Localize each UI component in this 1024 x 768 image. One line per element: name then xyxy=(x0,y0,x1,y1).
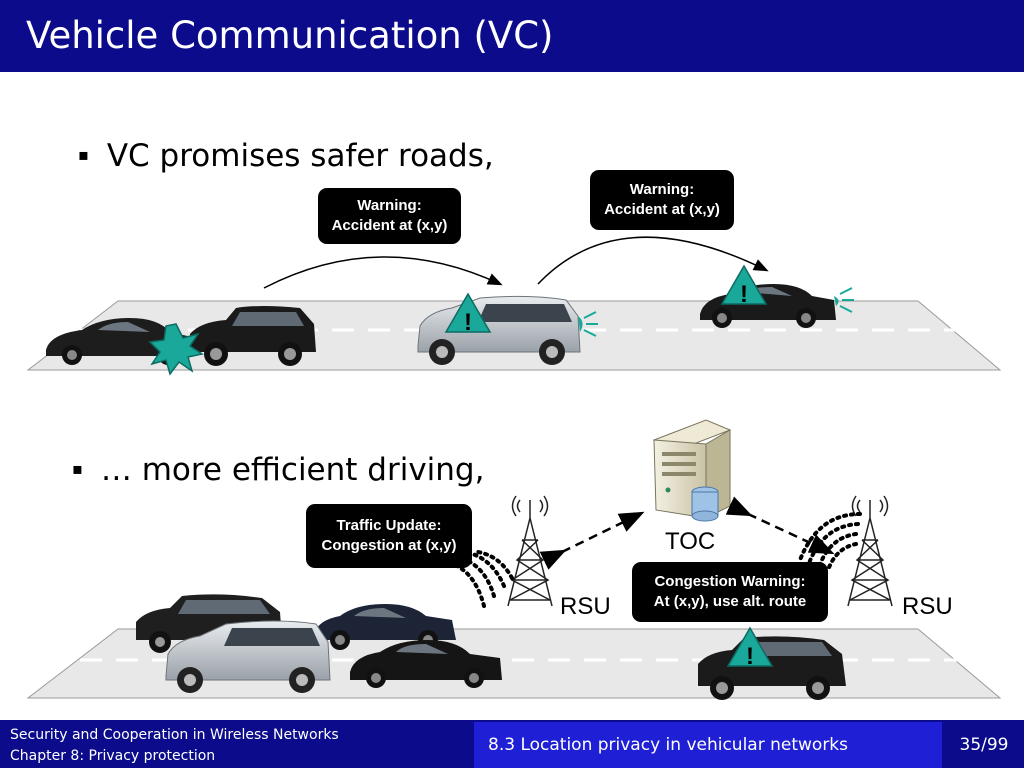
alert-suv xyxy=(698,636,846,700)
warning-message-line2: Accident at (x,y) xyxy=(331,217,448,234)
message-arc-arrow xyxy=(537,236,769,285)
bullet-efficient-driving: ▪ … more efficient driving, xyxy=(72,452,484,488)
warning-symbol: ! xyxy=(746,643,754,670)
bullet-text: VC promises safer roads, xyxy=(106,138,494,174)
warning-message-line1: Warning: xyxy=(357,197,422,214)
traffic-update-line2: Congestion at (x,y) xyxy=(321,537,457,554)
silver-van xyxy=(417,295,583,365)
traffic-update-line1: Traffic Update: xyxy=(336,517,442,534)
warning-message-line1: Warning: xyxy=(629,181,695,198)
message-arc-arrow xyxy=(263,256,503,289)
footer-section-box: 8.3 Location privacy in vehicular networ… xyxy=(474,722,942,768)
warning-triangle-icon: ! xyxy=(720,264,768,308)
warning-message-bubble: Warning: Accident at (x,y) xyxy=(590,170,734,230)
rsu-left-label: RSU xyxy=(560,593,611,620)
congestion-warning-line1: Congestion Warning: xyxy=(654,573,806,590)
rsu-right-label: RSU xyxy=(902,593,953,620)
slide-title: Vehicle Communication (VC) xyxy=(26,14,554,57)
footer-section: 8.3 Location privacy in vehicular networ… xyxy=(488,735,849,755)
vc-illustration: ! ! xyxy=(26,236,1002,700)
congestion-warning-bubble: Congestion Warning: At (x,y), use alt. r… xyxy=(632,562,828,622)
congested-black-sedan xyxy=(350,640,502,688)
warning-symbol: ! xyxy=(740,281,748,308)
warning-triangle-icon: ! xyxy=(444,292,492,336)
warning-message-bubble: Warning: Accident at (x,y) xyxy=(318,188,461,244)
rsu-tower-left-icon xyxy=(507,495,553,607)
footer-chapter: Chapter 8: Privacy protection xyxy=(10,748,216,764)
crash-burst-icon xyxy=(148,323,204,376)
footer-course-info: Security and Cooperation in Wireless Net… xyxy=(0,720,372,768)
crashed-suv xyxy=(190,306,316,366)
rsu-tower-right-icon xyxy=(847,495,893,607)
footer-page-box: 35/99 xyxy=(944,722,1024,768)
van-signal-icon xyxy=(583,311,598,337)
warning-triangle-icon: ! xyxy=(726,626,774,670)
traffic-update-bubble: Traffic Update: Congestion at (x,y) xyxy=(306,504,472,568)
toc-link-left-arrow xyxy=(539,511,645,570)
title-bar xyxy=(0,0,1024,72)
bullet-safer-roads: ▪ VC promises safer roads, xyxy=(78,138,494,174)
warning-symbol: ! xyxy=(464,309,472,336)
lead-sedan-signal-icon xyxy=(839,287,854,313)
congested-silver-van xyxy=(165,620,331,693)
page-number: 35/99 xyxy=(959,735,1009,755)
warning-message-line2: Accident at (x,y) xyxy=(604,201,720,218)
toc-label: TOC xyxy=(665,528,716,555)
bullet-text: … more efficient driving, xyxy=(100,452,485,488)
bullet-marker: ▪ xyxy=(78,145,89,164)
congestion-warning-line2: At (x,y), use alt. route xyxy=(653,593,807,610)
footer-course: Security and Cooperation in Wireless Net… xyxy=(10,727,339,743)
bullet-marker: ▪ xyxy=(72,459,83,478)
toc-server-icon xyxy=(652,419,732,522)
